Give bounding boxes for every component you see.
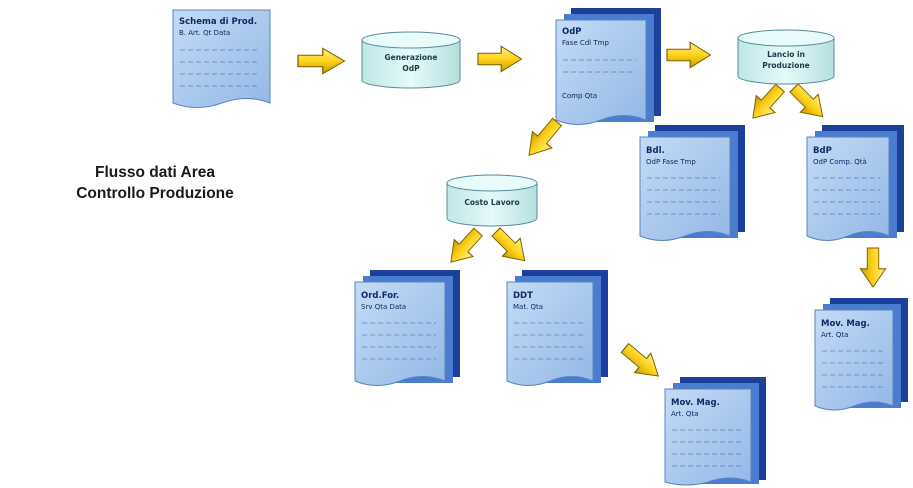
title-line-1: Flusso dati Area (94, 164, 215, 181)
odp-heading: OdP (562, 27, 582, 37)
ddt-heading: DDT (513, 291, 533, 301)
bdl-heading: Bdl. (646, 146, 665, 156)
movmag1-columns: Art. Qta (671, 410, 698, 418)
bdp-heading: BdP (813, 146, 832, 156)
lancio-line2: Produzione (762, 61, 810, 70)
movmag2-heading: Mov. Mag. (821, 319, 870, 329)
process-lancio-produzione: Lancio in Produzione (737, 29, 835, 85)
document-stack-ordfor: Ord.For. Srv Qta Data (354, 270, 460, 386)
process-generazione-odp: Generazione OdP (361, 31, 461, 89)
document-stack-movmag-ddt: Mov. Mag. Art. Qta (664, 377, 766, 486)
ddt-columns: Mat. Qta (513, 303, 543, 311)
ordfor-heading: Ord.For. (361, 291, 399, 301)
odp-columns: Fase Cdl Tmp (562, 39, 609, 47)
arrow-schema-to-generazione (297, 47, 346, 75)
arrow-costo-to-ddt (486, 222, 535, 271)
arrow-lancio-to-bdp (784, 78, 833, 127)
costo-line1: Costo Lavoro (464, 198, 519, 207)
document-stack-odp: OdP Fase Cdl Tmp Comp Qta (555, 8, 661, 125)
movmag2-columns: Art. Qta (821, 331, 848, 339)
process-costo-lavoro: Costo Lavoro (446, 174, 538, 227)
arrow-lancio-to-bdl (742, 79, 790, 128)
arrow-ddt-to-movmag (616, 337, 667, 387)
diagram-title: Flusso dati Area Controllo Produzione (50, 162, 260, 204)
ordfor-columns: Srv Qta Data (361, 303, 406, 311)
document-schema-di-prod: Schema di Prod. B. Art. Qt Data (172, 9, 271, 108)
lancio-line1: Lancio in (767, 50, 805, 59)
generazione-line2: OdP (402, 64, 420, 73)
generazione-line1: Generazione (385, 53, 438, 62)
schema-columns: B. Art. Qt Data (179, 29, 230, 37)
bdp-columns: OdP Comp. Qtà (813, 158, 867, 166)
title-line-2: Controllo Produzione (76, 185, 234, 202)
document-stack-ddt: DDT Mat. Qta (506, 270, 608, 386)
document-stack-bdl: Bdl. OdP Fase Tmp (639, 125, 745, 241)
schema-heading: Schema di Prod. (179, 17, 257, 27)
arrow-generazione-to-odp (477, 45, 523, 73)
document-stack-bdp: BdP OdP Comp. Qtà (806, 125, 904, 241)
arrow-costo-to-ordfor (440, 223, 488, 272)
document-stack-movmag-bdp: Mov. Mag. Art. Qta (814, 298, 908, 411)
bdl-columns: OdP Fase Tmp (646, 158, 696, 166)
movmag1-heading: Mov. Mag. (671, 398, 720, 408)
arrow-bdp-to-movmag (859, 247, 887, 288)
arrow-odp-to-lancio (666, 41, 712, 69)
odp-footer: Comp Qta (562, 92, 597, 100)
